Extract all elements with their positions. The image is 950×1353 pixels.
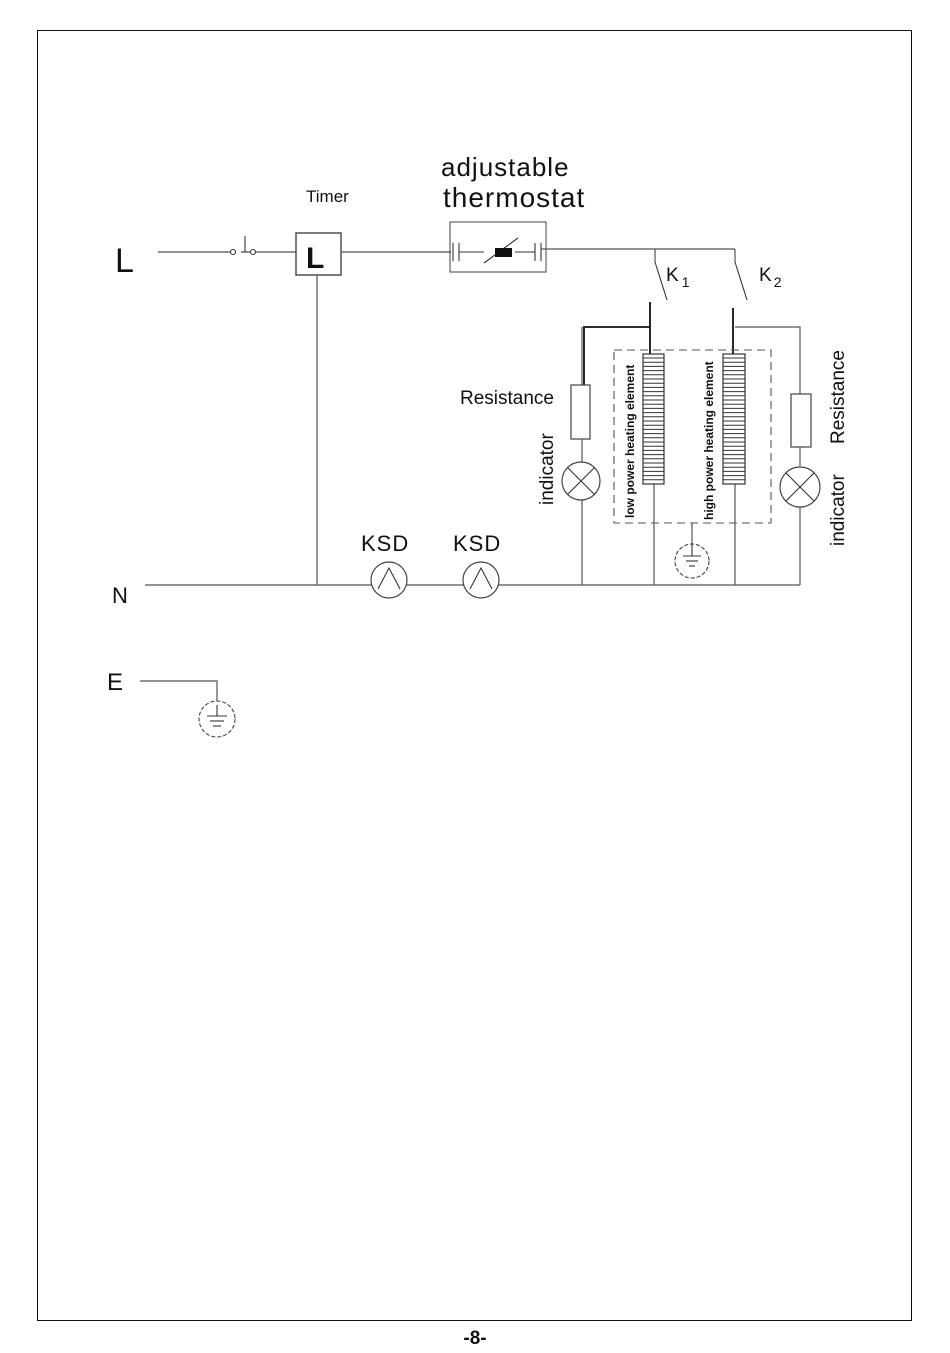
enclosure-ground-icon — [675, 543, 709, 578]
switch-k2 — [733, 249, 747, 356]
indicator-right-label: indicator — [828, 474, 849, 546]
resistance-right — [791, 394, 811, 447]
timer-symbol: L — [306, 242, 324, 275]
indicator-lamp-left — [562, 462, 600, 500]
thermostat-symbol — [440, 222, 546, 272]
ksd-2-label: KSD — [453, 531, 501, 556]
neutral-label: N — [112, 583, 128, 608]
indicator-left-label: indicator — [537, 433, 558, 505]
ksd-2-icon — [463, 562, 499, 598]
earth-label: E — [107, 669, 123, 696]
thermostat-label-line1: adjustable — [441, 152, 570, 182]
timer-label: Timer — [306, 187, 349, 206]
line-label: L — [115, 242, 134, 280]
resistance-left-label: Resistance — [460, 388, 554, 409]
low-power-heating-element — [643, 354, 664, 484]
push-switch — [231, 236, 256, 255]
switch-k1 — [650, 249, 667, 358]
thermostat-label-line2: thermostat — [443, 182, 585, 213]
resistance-left — [571, 385, 590, 439]
earth-ground-icon — [199, 701, 235, 737]
ksd-1-label: KSD — [361, 531, 409, 556]
indicator-lamp-right — [780, 467, 820, 507]
element-enclosure — [614, 350, 771, 523]
resistance-right-label: Resistance — [828, 350, 849, 444]
timer-box: L — [296, 233, 341, 275]
high-power-heating-element — [723, 354, 745, 484]
low-element-label: low power heating element — [623, 365, 637, 518]
page-number: -8- — [0, 1328, 950, 1350]
ksd-1-icon — [371, 562, 407, 598]
high-element-label: high power heating element — [702, 361, 716, 520]
